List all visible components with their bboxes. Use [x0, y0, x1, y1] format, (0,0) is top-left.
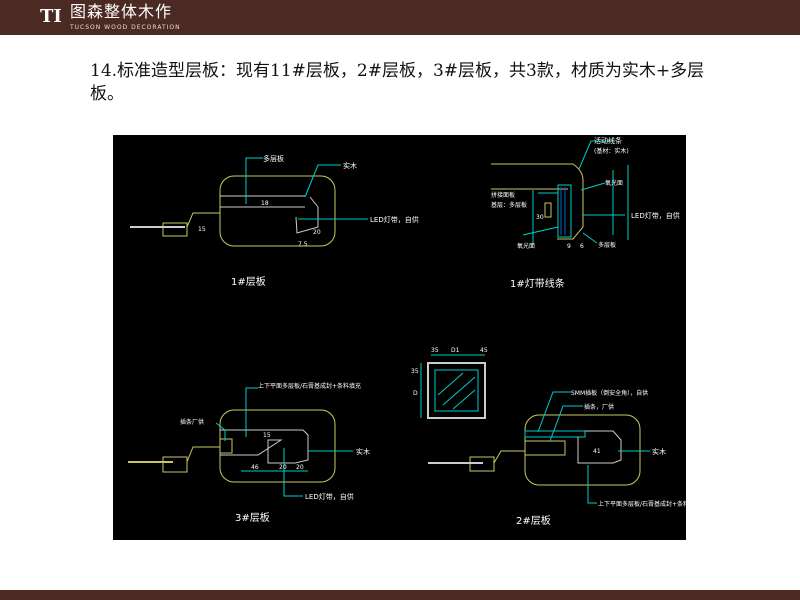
label: 上下平面多层板/石膏基成封+条料	[598, 500, 686, 508]
dim: 6	[580, 243, 584, 250]
label: 基层：多层板	[491, 201, 527, 209]
caption-3: 3#层板	[235, 511, 270, 524]
dim: D	[413, 390, 418, 397]
dim: 15	[263, 432, 271, 439]
dim: 45	[480, 347, 488, 354]
dim: 46	[251, 464, 259, 471]
label: 活动线条	[594, 136, 622, 145]
dim: D1	[451, 347, 460, 354]
dim: 20	[296, 464, 304, 471]
label: 上下平面多层板/石膏基成封+条料填充	[258, 382, 361, 390]
dim: 20	[313, 229, 321, 236]
dim: 15	[198, 226, 206, 233]
dim: 7.5	[298, 241, 308, 248]
label-led: LED灯带，自供	[305, 492, 354, 501]
label-solid-wood: 实木	[343, 161, 357, 170]
drawing-1-shelf: 多层板 实木 LED灯带，自供 18 15 20 7.5 1#层板	[130, 154, 419, 288]
footer-bar	[0, 590, 800, 600]
drawing-2-light-strip: 活动线条 (基材：实木) 氧光面 拼接面板 基层：多层板 LED灯带，自供 氧光…	[491, 136, 680, 290]
label: 拼接面板	[491, 191, 515, 199]
label: 氧光面	[517, 242, 535, 250]
label-multilayer: 多层板	[263, 154, 284, 163]
label-solid-wood: 实木	[652, 447, 666, 456]
label: SMM插板（倒安全角），自供	[571, 389, 648, 397]
label: (基材：实木)	[594, 147, 629, 155]
brand-name: 图森整体木作	[70, 2, 173, 21]
dim: 35	[411, 368, 419, 375]
label: 插条，厂供	[584, 403, 614, 411]
label-led: LED灯带，自供	[631, 211, 680, 220]
drawing-4-shelf: SMM插板（倒安全角），自供 插条，厂供 实木 上下平面多层板/石膏基成封+条料…	[411, 347, 689, 527]
cad-drawing: 多层板 实木 LED灯带，自供 18 15 20 7.5 1#层板 活动线条 (…	[113, 135, 689, 540]
caption-4: 2#层板	[516, 514, 551, 527]
label-solid-wood: 实木	[356, 447, 370, 456]
dim: 41	[593, 448, 601, 455]
dim: 9	[567, 243, 571, 250]
label: 插条厂供	[180, 418, 204, 426]
drawing-3-shelf: 上下平面多层板/石膏基成封+条料填充 插条厂供 实木 LED灯带，自供 15 4…	[128, 382, 370, 524]
header-bar: TI 图森整体木作 TUCSON WOOD DECORATION	[0, 0, 800, 35]
brand-tagline: TUCSON WOOD DECORATION	[70, 24, 181, 31]
dim: 18	[261, 200, 269, 207]
dim: 35	[431, 347, 439, 354]
caption-1: 1#层板	[231, 275, 266, 288]
caption-2: 1#灯带线条	[510, 277, 565, 290]
logo-icon: TI	[40, 6, 62, 27]
dim: 20	[279, 464, 287, 471]
dim: 30	[536, 214, 544, 221]
label: 多层板	[598, 241, 616, 249]
label-led: LED灯带，自供	[370, 215, 419, 224]
label: 氧光面	[605, 179, 623, 187]
slide-title: 14.标准造型层板：现有11#层板，2#层板，3#层板，共3款，材质为实木+多层…	[90, 61, 705, 104]
